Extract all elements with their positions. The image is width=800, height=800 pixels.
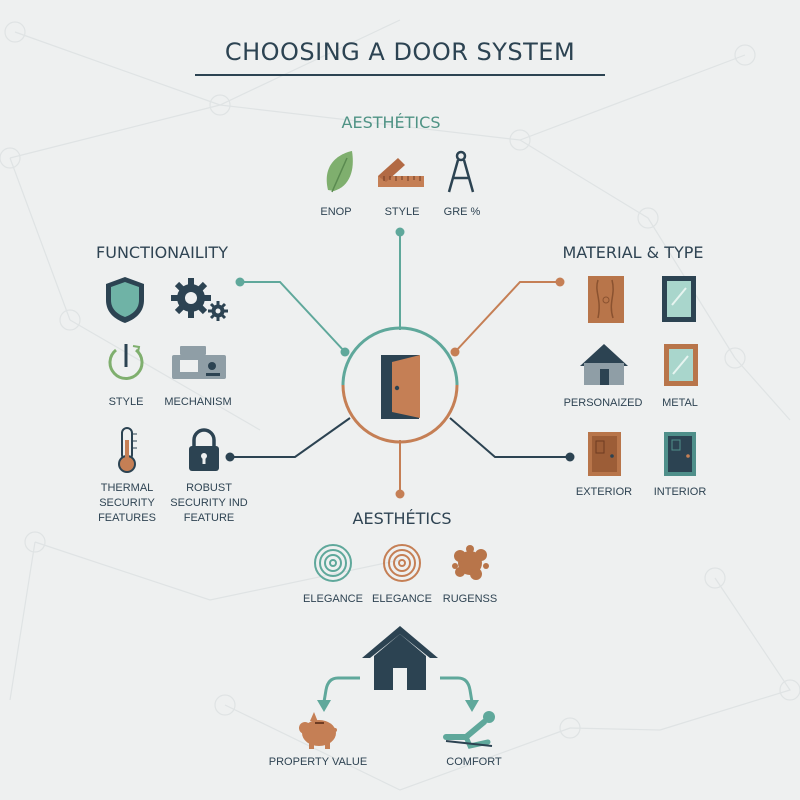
house-icon [580,344,628,385]
teal-swirl-icon [314,544,352,582]
glass-door-icon [662,276,696,322]
material-label-exterior: EXTERIOR [575,486,633,498]
shield-icon [106,277,144,323]
texture-splat-icon [452,545,489,580]
central-door-hub [341,326,459,444]
material-type-heading: MATERIAL & TYPE [562,243,704,262]
functionality-heading: FUNCTIONAILITY [96,243,228,262]
leaf-icon [326,151,353,193]
connector-material [454,281,560,353]
functionality-label-robust: ROBUST SECURITY IND FEATURE [170,482,248,524]
functionality-label-thermal: THERMAL SECURITY FEATURES [98,482,156,524]
thermometer-icon [118,427,137,473]
aesthetics-top-label-2: STYLE [384,206,420,218]
aesthetics-bottom-heading: AESTHÉTICS [352,509,452,528]
material-label-metal: METAL [662,397,698,409]
aesthetics-top-label-3: GRE % [443,206,481,218]
ruler-icon [378,158,424,187]
arrows [322,676,474,703]
connector-security [230,417,351,458]
connector-dots [225,227,575,499]
functionality-label-mechanism: MECHANISM [164,396,232,408]
material-label-personalized: PERSONAIZED [563,397,643,409]
gears-icon [171,278,228,321]
wood-door-icon [588,276,624,323]
power-icon [108,344,144,380]
page-title: CHOOSING A DOOR SYSTEM [224,38,576,66]
aesthetics-bottom-label-1: ELEGANCE [303,593,363,605]
connector-functionality [240,281,346,353]
connector-interior [449,417,570,458]
control-panel-icon [172,346,226,379]
connectors [230,232,570,494]
functionality-label-style: STYLE [108,396,144,408]
reclining-person-icon [443,711,495,749]
aesthetics-top-heading: AESTHÉTICS [341,113,441,132]
exterior-door-icon [588,432,621,476]
outcome-label-comfort: COMFORT [446,756,502,768]
material-label-interior: INTERIOR [653,486,707,498]
arrow-left [322,676,360,703]
home-icon [362,626,438,690]
aesthetics-top-label-1: ENOP [320,206,352,218]
interior-door-icon [664,432,696,476]
compass-icon [447,150,475,193]
piggy-bank-icon [299,712,337,749]
arrow-right [440,676,474,703]
aesthetics-bottom-label-3: RUGENSS [442,593,498,605]
orange-swirl-icon [383,544,421,582]
background-network [0,19,800,791]
outcome-label-property-value: PROPERTY VALUE [268,756,368,768]
metal-door-icon [664,344,698,386]
aesthetics-bottom-label-2: ELEGANCE [372,593,432,605]
open-door-icon [381,355,420,419]
padlock-icon [189,428,219,471]
